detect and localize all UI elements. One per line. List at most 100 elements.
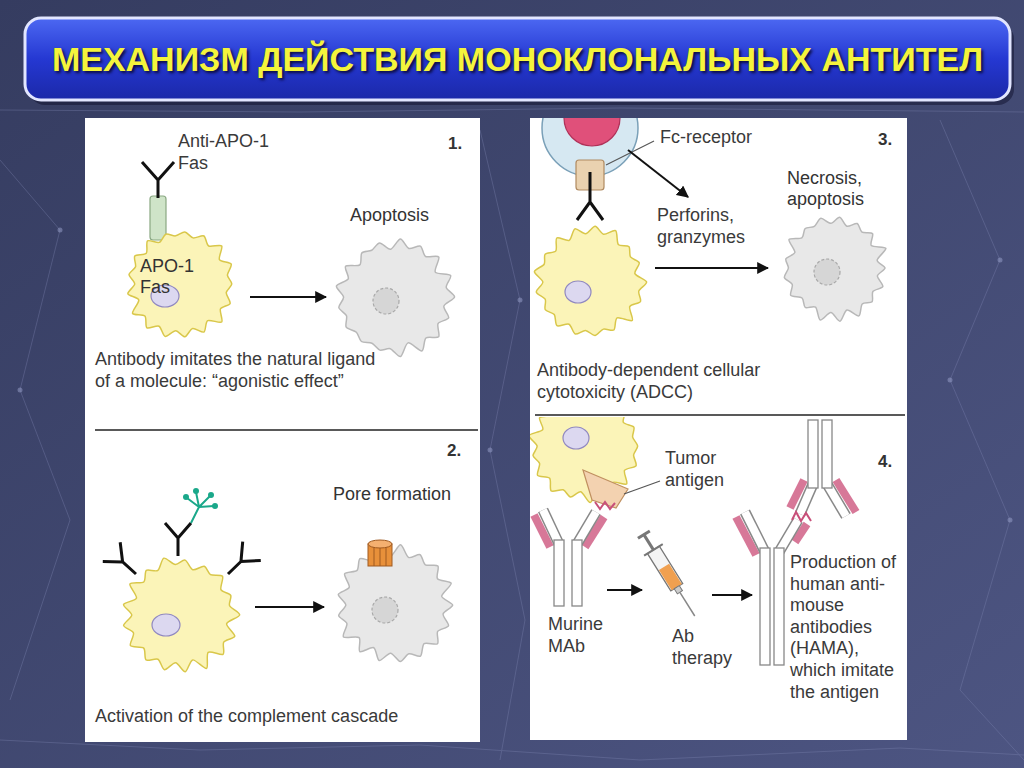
dead-cell-membrane	[784, 217, 886, 321]
cell-outline	[112, 218, 248, 350]
arrow	[655, 267, 768, 269]
plunger-thumb	[638, 531, 650, 538]
heavy-chain	[543, 510, 559, 544]
leader-line	[624, 481, 660, 494]
heavy-chain-outline	[543, 510, 559, 544]
process-arrow	[250, 296, 326, 298]
dead-cell-membrane	[336, 239, 454, 357]
network-line	[480, 130, 525, 760]
cell-node: APO-1 Fas	[112, 218, 248, 350]
panel-caption-box: Production of human anti-mouse antibodie…	[790, 552, 902, 703]
step-label: Ab therapy	[672, 626, 742, 669]
panel-caption-box: Activation of the complement cascade	[95, 706, 475, 728]
network-line	[0, 108, 1024, 112]
heavy-chain	[554, 540, 564, 606]
dead-cell-node: Necrosis, apoptosis	[775, 168, 900, 333]
heavy-chain-outline	[827, 484, 846, 516]
pore-top	[368, 540, 392, 548]
syringe	[635, 529, 705, 622]
heavy-chain	[808, 420, 818, 488]
callout-number-box: 4.	[878, 452, 906, 472]
arrow	[712, 594, 752, 596]
title-banner	[25, 18, 1010, 100]
plunger	[644, 535, 654, 550]
heavy-chain-outline	[577, 512, 596, 544]
heavy-chain	[760, 548, 770, 665]
antibody-label-box: Anti-APO-1 Fas	[178, 131, 278, 174]
title-box: МЕХАНИЗМ ДЕЙСТВИЯ МОНОКЛОНАЛЬНЫХ АНТИТЕЛ	[25, 18, 1010, 100]
heavy-chain	[577, 512, 596, 544]
heavy-chain	[572, 540, 582, 606]
callout-number-box: 2.	[447, 441, 477, 461]
network-dot	[948, 378, 953, 383]
flange	[644, 544, 663, 556]
target-cell	[534, 226, 646, 335]
heavy-chain	[827, 484, 846, 516]
part-label-box: Tumor antigen	[665, 448, 755, 491]
antibody-path	[165, 523, 191, 556]
network-dot	[1008, 518, 1013, 523]
cell-outline	[325, 484, 470, 674]
dead-nucleus	[814, 259, 840, 285]
complement-c1q	[183, 488, 218, 523]
pore-stripe	[386, 545, 387, 566]
panel-caption: Production of human anti-mouse antibodie…	[790, 552, 902, 703]
cell-membrane	[128, 232, 232, 337]
node-text: APO-1 Fas	[140, 256, 200, 298]
cell-nucleus	[563, 427, 589, 449]
tumor-antigen	[583, 470, 628, 508]
callout-number-box: 1.	[448, 134, 478, 154]
callout-number: 3.	[878, 130, 906, 150]
antibody-path	[219, 542, 261, 584]
part-label-box: Murine MAb	[548, 614, 618, 657]
network-line	[0, 740, 1024, 760]
antibody-symbol	[165, 523, 191, 556]
panel-caption: Antibody-dependent cellular cytotoxicity…	[537, 360, 812, 403]
arrow-label-box: Perforins, granzymes	[657, 205, 767, 248]
murine-antibody	[534, 510, 604, 606]
part-label-box: Fc-receptor	[660, 127, 800, 149]
needle	[680, 592, 695, 616]
part-label: Tumor antigen	[665, 448, 755, 491]
dead-cell-membrane	[338, 545, 452, 662]
callout-number: 1.	[448, 134, 478, 154]
pore-stripe	[374, 545, 375, 566]
callout-number: 4.	[878, 452, 906, 472]
callout-number: 2.	[447, 441, 477, 461]
cell-nucleus	[565, 281, 591, 303]
cell-outline	[328, 205, 468, 365]
separator	[535, 414, 905, 416]
fas-receptor	[150, 196, 166, 240]
dead-cell-node: Apoptosis	[328, 205, 470, 365]
heavy-chain	[774, 548, 784, 665]
node-text: Necrosis, apoptosis	[787, 168, 887, 210]
dead-nucleus	[372, 597, 398, 623]
panel-caption: Antibody imitates the natural ligand of …	[95, 349, 380, 392]
left-panel	[85, 118, 480, 742]
network-dot	[58, 228, 63, 233]
epitope	[595, 502, 615, 509]
heavy-chain	[779, 520, 798, 552]
network-line	[0, 160, 70, 700]
network-dot	[18, 388, 23, 393]
antibody-symbol	[103, 542, 145, 583]
node-text: Apoptosis	[350, 205, 466, 226]
barrel	[647, 546, 682, 591]
arrow	[607, 589, 642, 591]
syringe-tip	[674, 586, 682, 594]
network-dot	[488, 448, 493, 453]
antibody-symbol	[577, 172, 603, 220]
complement-head	[212, 503, 218, 509]
dead-nucleus	[373, 288, 399, 314]
network-dot	[998, 258, 1003, 263]
network-pattern	[0, 108, 1024, 760]
antibody-symbol	[219, 542, 261, 584]
leader-line	[606, 141, 654, 165]
panel-caption-box: Antibody-dependent cellular cytotoxicity…	[537, 360, 812, 403]
heavy-chain	[822, 420, 832, 488]
membrane-pore	[368, 540, 392, 566]
antibody-label: Anti-APO-1 Fas	[178, 131, 278, 174]
complement-head	[183, 494, 189, 500]
